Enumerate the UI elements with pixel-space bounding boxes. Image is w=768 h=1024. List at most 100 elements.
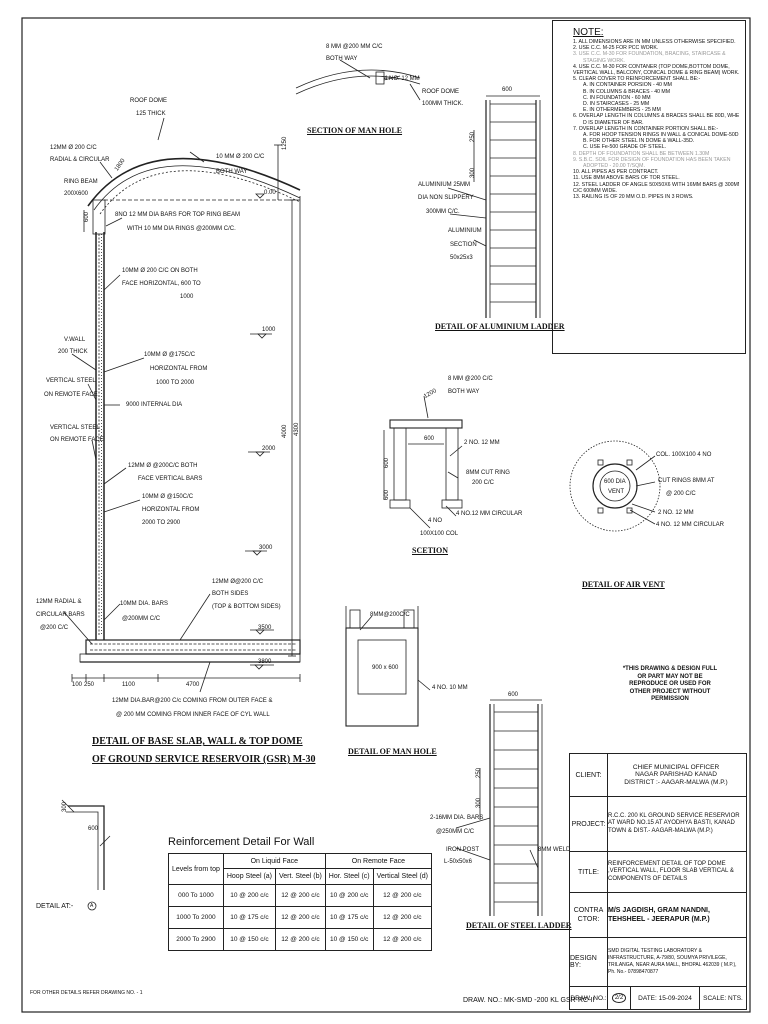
- label-vwall-1: V.WALL: [64, 337, 86, 343]
- client-line-3: DISTRICT :- AAGAR-MALWA (M.P.): [624, 778, 728, 786]
- label-av-col: COL. 100X100 4 NO: [656, 452, 712, 458]
- title-base-slab-line2: OF GROUND SERVICE RESERVOIR (GSR) M-30: [92, 754, 316, 765]
- note-line: 10. ALL PIPES AS PER CONTRACT.: [573, 169, 659, 176]
- label-av-600-2: VENT: [608, 489, 625, 495]
- label-face-h-1: 10MM Ø 200 C/C ON BOTH: [122, 268, 198, 274]
- label-ring-beam-2: RADIAL & CIRCULAR: [50, 157, 110, 163]
- note-line: E. IN OTHERMEMBERS - 25 MM: [583, 107, 661, 114]
- label-sl-4: L-50x50x6: [444, 859, 473, 865]
- level-3000: 3000: [259, 545, 273, 551]
- label-vwall-2: 200 THICK: [58, 349, 88, 355]
- label-both-face-2: FACE VERTICAL BARS: [138, 476, 203, 482]
- label-dia-bars-1: 10MM DIA. BARS: [120, 601, 169, 607]
- note-line: 9. S.B.C. SOIL FOR DESIGN OF FOUNDATION …: [573, 156, 731, 163]
- dim-4300: 4300: [294, 422, 300, 436]
- label-sc-2: BOTH WAY: [448, 389, 480, 395]
- dim-1100: 1100: [122, 682, 135, 688]
- label-dome-bars-2: BOTH WAY: [216, 169, 248, 175]
- title-label: TITLE:: [570, 852, 608, 892]
- table-header-levels: Levels from top: [168, 853, 224, 885]
- project-value: R.C.C. 200 KL GROUND SERVICE RESERVIOR A…: [608, 812, 740, 834]
- label-mh-4no: 4 NO. 12 MM: [384, 76, 420, 82]
- label-ring-beam-4: 200X600: [64, 191, 89, 197]
- label-roof-dome-thick: 125 THICK: [136, 111, 166, 117]
- label-hor150-2: HORIZONTAL FROM: [142, 507, 200, 513]
- table-cell: 10 @ 150 c/c: [222, 928, 277, 951]
- sheet-number-text: 2/2: [611, 993, 627, 1003]
- title-section: SCETION: [412, 546, 449, 555]
- label-sl-250: 250: [476, 767, 482, 778]
- table-subheader: Vert. Steel (b): [275, 868, 326, 885]
- table-cell: 12 @ 200 c/c: [372, 928, 433, 951]
- label-vs-remote-2b: ON REMOTE FACE: [50, 437, 104, 443]
- label-sl-600: 600: [508, 692, 519, 698]
- title-value: REINFORCEMENT DETAIL OF TOP DOME ,VERTIC…: [608, 860, 734, 882]
- contractor-value: M/S JAGDISH, GRAM NANDNI, TEHSHEEL - JEE…: [608, 907, 710, 923]
- scale: SCALE: NTS.: [703, 994, 743, 1002]
- note-line: D IS DIAMETER OF BAR.: [583, 119, 644, 126]
- label-al-2: DIA NON SLIPPERY: [418, 195, 474, 201]
- label-ring-beam-3: RING BEAM: [64, 179, 98, 185]
- label-roof-dome: ROOF DOME: [130, 98, 167, 104]
- notes-list: 1. ALL DIMENSIONS ARE IN MM UNLESS OTHER…: [573, 39, 739, 200]
- table-row: 1000 To 2000 10 @ 175 c/c 12 @ 200 c/c 1…: [168, 906, 433, 929]
- table-cell: 12 @ 200 c/c: [275, 884, 326, 907]
- label-av-cut-1: CUT RINGS 8MM AT: [658, 478, 715, 484]
- table-row: 2000 To 2900 10 @ 150 c/c 12 @ 200 c/c 1…: [168, 928, 433, 951]
- drawing-number: DRAW. NO.: MK-SMD -200 KL GSR-RC-II: [463, 997, 595, 1004]
- table-cell: 000 To 1000: [168, 884, 224, 907]
- title-block-title-row: TITLE: REINFORCEMENT DETAIL OF TOP DOME …: [570, 852, 746, 893]
- label-sl-weld: 8MM WELD: [538, 847, 571, 853]
- note-line: B. IN COLUMNS & BRACES - 40 MM: [583, 88, 671, 95]
- note-line: 11. USE 8MM ABOVE BARS OF TOR STEEL.: [573, 175, 680, 182]
- notes-box: NOTE: 1. ALL DIMENSIONS ARE IN MM UNLESS…: [552, 20, 746, 354]
- note-line: VERTICAL WALL, BALCONY, CONICAL DOME & R…: [573, 70, 739, 77]
- label-sl-2: @250MM C/C: [436, 829, 475, 835]
- contractor-label: CONTRA CTOR:: [570, 893, 608, 937]
- note-line: 2. USE C.C. M-25 FOR PCC WORK.: [573, 45, 659, 52]
- label-vs-remote-1a: VERTICAL STEEL: [46, 378, 96, 384]
- table-cell: 10 @ 175 c/c: [222, 906, 277, 929]
- label-dia-bars-2: @200MM C/C: [122, 616, 161, 622]
- label-face-h-3: 1000: [180, 294, 194, 300]
- level-3800: 3800: [258, 659, 272, 665]
- client-value: CHIEF MUNICIPAL OFFICER NAGAR PARISHAD K…: [608, 754, 744, 796]
- note-line: A. FOR HOOP TENSION RINGS IN WALL & CONI…: [583, 132, 739, 139]
- design-value: SMD DIGITAL TESTING LABORATORY & INFRAST…: [608, 948, 737, 975]
- note-line: 3. USE C.C. M-30 FOR FOUNDATION, BRACING…: [573, 51, 726, 58]
- label-sl-300: 300: [476, 797, 482, 808]
- table-cell: 10 @ 200 c/c: [324, 884, 374, 907]
- detail-at-circle-label: A: [90, 903, 94, 909]
- label-mh-top-2: BOTH WAY: [326, 56, 358, 62]
- client-line-2: NAGAR PARISHAD KANAD: [635, 771, 717, 779]
- label-sc-ring-1: 8MM CUT RING: [466, 470, 510, 476]
- note-line: 12. STEEL LADDER OF ANGLE 50X50X6 WITH 1…: [573, 181, 739, 188]
- table-cell: 12 @ 200 c/c: [275, 906, 326, 929]
- title-block-client-row: CLIENT: CHIEF MUNICIPAL OFFICER NAGAR PA…: [570, 754, 746, 797]
- level-1000: 1000: [262, 327, 276, 333]
- label-hor150-1: 10MM Ø @150C/C: [142, 494, 194, 500]
- table-cell: 1000 To 2000: [168, 906, 224, 929]
- note-line: 1. ALL DIMENSIONS ARE IN MM UNLESS OTHER…: [573, 39, 736, 45]
- table-header-liquid: On Liquid Face: [222, 853, 326, 869]
- label-sc-ring-2: 200 C/C: [472, 480, 495, 486]
- note-line: 6. OVERLAP LENGTH IN COLUMNS & BRACES SH…: [573, 113, 739, 120]
- level-2000: 2000: [262, 446, 276, 452]
- label-sc-1: 8 MM @200 C/C: [448, 376, 493, 382]
- table-cell: 10 @ 175 c/c: [324, 906, 374, 929]
- label-da-600: 600: [88, 826, 99, 832]
- label-al-1: ALUMINIUM 25MM: [418, 182, 471, 188]
- dim-600: 600: [84, 211, 90, 222]
- label-bottom-1: 12MM DIA.BAR@200 C/c COMING FROM OUTER F…: [112, 698, 273, 704]
- table-header-remote: On Remote Face: [324, 853, 433, 869]
- title-reinforcement-table: Reinforcement Detail For Wall: [168, 836, 315, 848]
- notes-heading: NOTE:: [573, 27, 604, 38]
- label-ring-beam-1: 12MM Ø 200 C/C: [50, 145, 97, 151]
- note-line: D. IN STAIRCASES - 25 MM: [583, 101, 650, 108]
- level-0: 0.00: [264, 190, 276, 196]
- label-bs-1: 12MM Ø@200 C/C: [212, 579, 264, 585]
- label-top-ring-1: 8NO 12 MM DIA BARS FOR TOP RING BEAM: [115, 212, 241, 218]
- note-line: 8. DEPTH OF FOUNDATION SHALL BE BETWEEN …: [573, 150, 710, 157]
- label-al-4: ALUMINIUM: [448, 228, 482, 234]
- label-both-face-1: 12MM Ø @200C/C BOTH: [128, 463, 198, 469]
